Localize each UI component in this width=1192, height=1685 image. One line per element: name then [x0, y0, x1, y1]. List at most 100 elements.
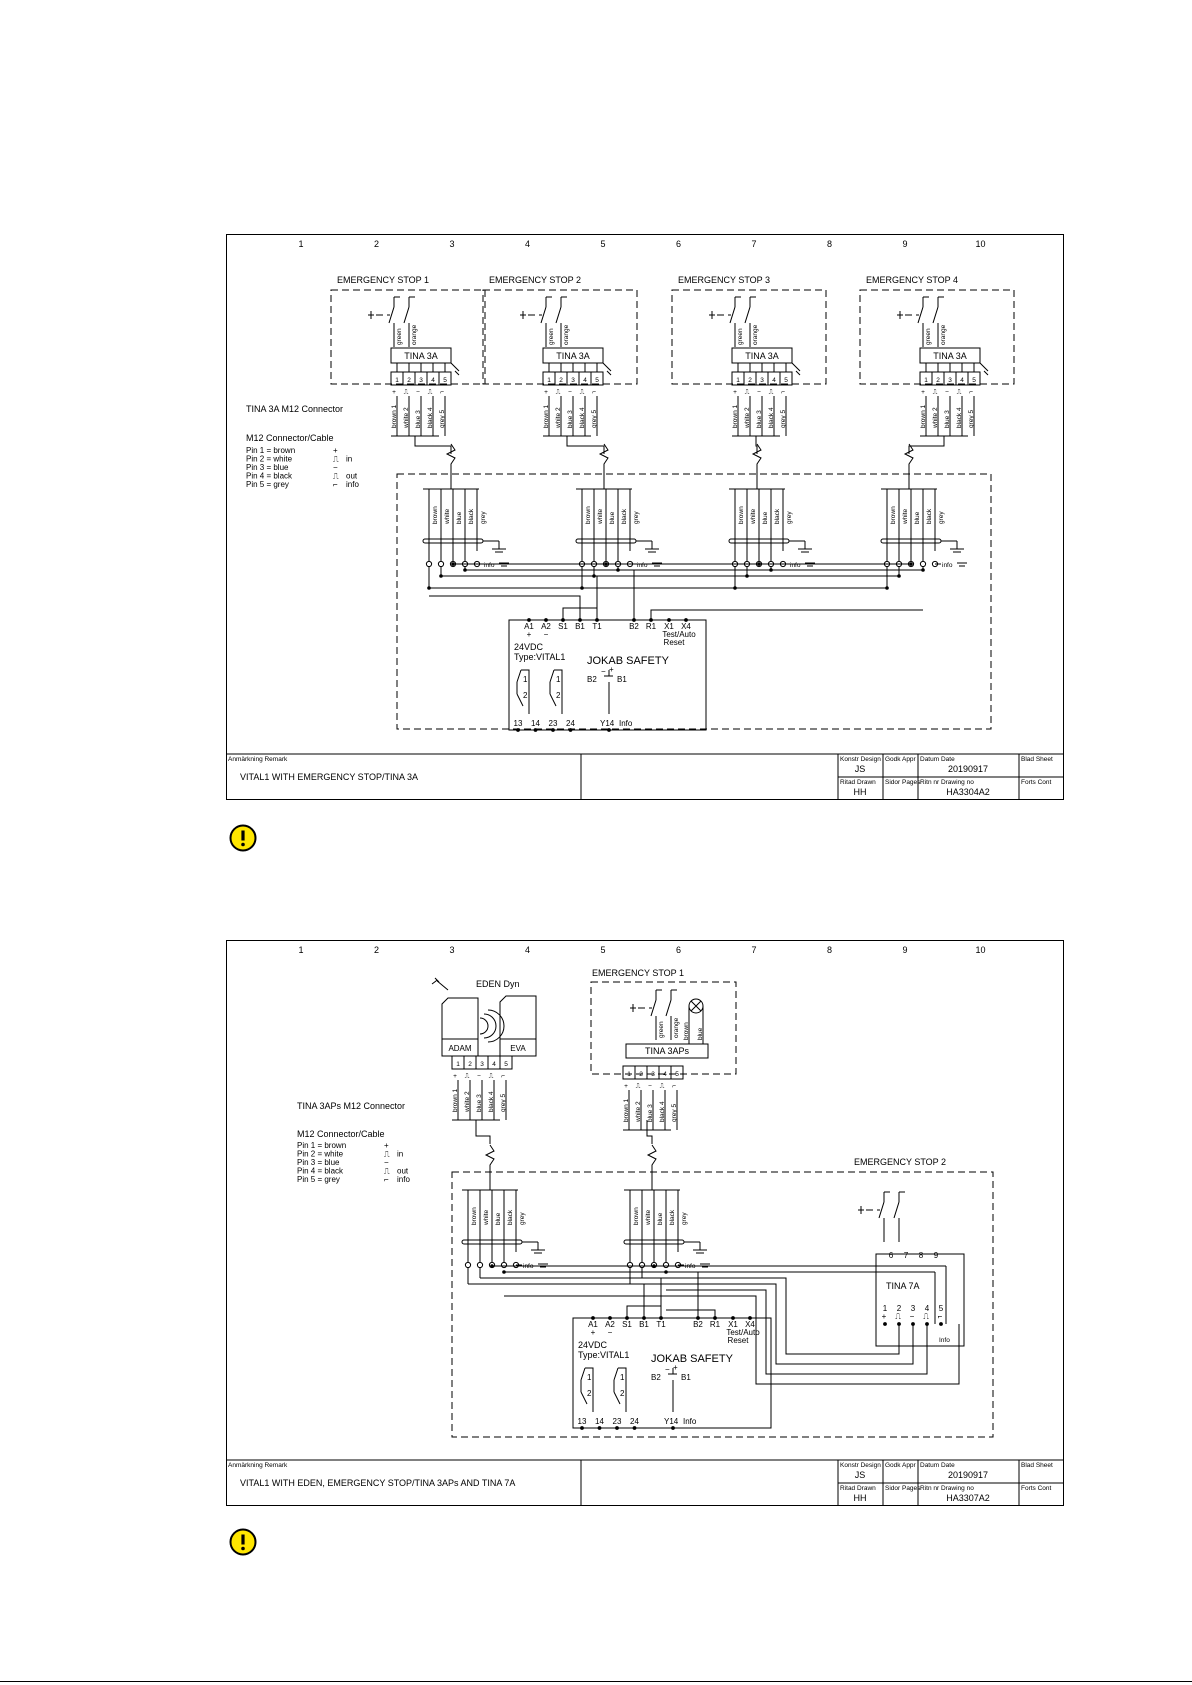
relay-type: Type:VITAL1 — [578, 1350, 629, 1360]
stop-label: EMERGENCY STOP 4 — [866, 275, 958, 285]
contact-label: orange — [673, 1017, 680, 1038]
relay-bottom-terminal: 24 — [566, 719, 575, 728]
wire-color: white — [750, 508, 757, 525]
connector-legend: TINA 3A M12 Connector M12 Connector/Cabl… — [246, 404, 359, 489]
pin-number: 1 — [924, 377, 928, 384]
relay-test-auto: Test/Auto — [726, 1328, 760, 1337]
column-number: 6 — [676, 945, 681, 955]
wire-color: blue 3 — [647, 1104, 654, 1122]
pin-symbol: ⌐ — [781, 389, 785, 396]
relay-b2: B2 — [587, 675, 597, 684]
legend-function: in — [397, 1150, 403, 1159]
pin-symbol: ⌐ — [440, 389, 444, 396]
wire-color: grey — [519, 1212, 526, 1225]
exclamation-circle-icon — [229, 824, 257, 852]
tina7a-terminal: 9 — [934, 1251, 939, 1260]
pin-symbol: + — [624, 1083, 628, 1090]
page-footer-line — [0, 1681, 1192, 1682]
device-label: TINA 3APs — [645, 1046, 690, 1056]
device-label: TINA 3A — [404, 351, 438, 361]
terminal-strip — [451, 1055, 513, 1070]
tb-date-header: Datum Date — [920, 1462, 955, 1469]
connector-legend: TINA 3APs M12 Connector M12 Connector/Ca… — [297, 1101, 410, 1184]
relay-terminal: A2 — [605, 1320, 615, 1329]
tb-drawn: Ritad Drawn — [840, 1485, 876, 1492]
cabinet-outline — [451, 1171, 994, 1438]
exclamation-circle-icon — [229, 1528, 257, 1556]
contact-label: blue — [697, 1027, 704, 1040]
legend-pin: Pin 5 = grey — [246, 480, 289, 489]
column-number: 3 — [449, 945, 454, 955]
relay-y14: Y14 — [664, 1417, 679, 1426]
column-number: 4 — [525, 239, 530, 249]
tb-date: 20190917 — [948, 1470, 988, 1480]
legend-symbol: ⎍ — [384, 1167, 390, 1176]
wire-color: blue — [495, 1212, 502, 1225]
column-number: 1 — [298, 239, 303, 249]
legend-symbol: − — [384, 1158, 389, 1167]
pin-symbol: ⌐ — [969, 389, 973, 396]
relay-bottom-terminal: 23 — [613, 1417, 622, 1426]
tina7a-terminal: 8 — [919, 1251, 924, 1260]
pin-number: 2 — [748, 377, 752, 384]
wire-color: black 4 — [488, 1091, 495, 1112]
tina7a-pin-symbol: − — [910, 1312, 915, 1321]
wire-color: white 2 — [403, 407, 410, 429]
wire-color: grey — [681, 1212, 688, 1225]
legend-symbol: ⌐ — [384, 1175, 389, 1184]
relay-terminal: S1 — [622, 1320, 632, 1329]
tina7a-pin-symbol: ⌐ — [938, 1312, 943, 1321]
column-number: 6 — [676, 239, 681, 249]
contact-number: 2 — [620, 1389, 625, 1398]
contact-label: brown — [683, 1022, 690, 1040]
relay-info: Info — [619, 719, 633, 728]
wire-color: black — [507, 1209, 514, 1225]
relay-bottom-terminal: 23 — [549, 719, 558, 728]
wire-color: black 4 — [768, 407, 775, 428]
drawing-number: HA3307A2 — [946, 1493, 990, 1503]
legend-pin: Pin 2 = white — [246, 455, 293, 464]
wire-color: black — [468, 508, 475, 524]
wire-color: black — [926, 508, 933, 524]
pin-number: 4 — [960, 377, 964, 384]
cabinet-outline — [396, 473, 992, 730]
legend-symbol: + — [384, 1141, 389, 1150]
contact-label: green — [925, 328, 932, 345]
relay-reset: Reset — [664, 638, 686, 647]
wire-color: white 2 — [932, 407, 939, 429]
legend-pin: Pin 3 = blue — [246, 463, 289, 472]
legend-symbol: ⎍ — [333, 472, 339, 481]
relay-bottom-terminal: 13 — [514, 719, 523, 728]
legend-symbol: ⎍ — [384, 1150, 390, 1159]
pin-symbol: + — [733, 389, 737, 396]
pin-number: 2 — [936, 377, 940, 384]
contact-number: 2 — [587, 1389, 592, 1398]
pin-number: 5 — [595, 377, 599, 384]
pin-number: 5 — [972, 377, 976, 384]
legend-symbol: ⌐ — [333, 480, 338, 489]
adam-label: ADAM — [448, 1044, 471, 1053]
relay-type: Type:VITAL1 — [514, 652, 565, 662]
contact-number: 1 — [587, 1373, 592, 1382]
relay-brand: JOKAB SAFETY — [587, 655, 670, 667]
relay-y14: Y14 — [600, 719, 615, 728]
pin-number: 3 — [419, 377, 423, 384]
terminal-strip — [919, 371, 981, 386]
tb-cont: Forts Cont — [1021, 1485, 1052, 1492]
wire-color: brown 1 — [920, 404, 927, 428]
cable-info-label: info — [484, 562, 495, 569]
wire-color: blue — [914, 511, 921, 524]
tb-design: Konstr Design — [840, 1462, 881, 1469]
stop1-label: EMERGENCY STOP 1 — [592, 968, 684, 978]
wire-color: white — [902, 508, 909, 525]
pin-number: 3 — [571, 377, 575, 384]
relay-terminal: T1 — [656, 1320, 666, 1329]
column-number: 4 — [525, 945, 530, 955]
contact-number: 1 — [556, 675, 561, 684]
legend-cable: M12 Connector/Cable — [246, 433, 334, 443]
